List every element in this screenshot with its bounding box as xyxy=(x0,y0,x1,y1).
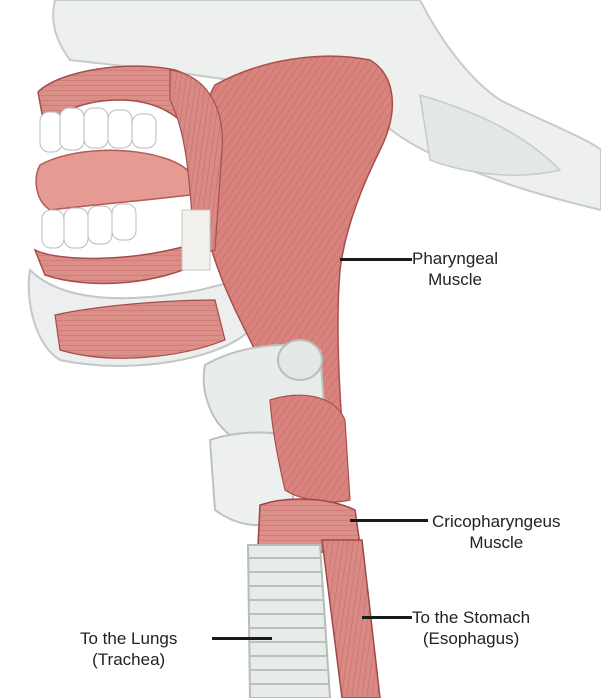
lower-teeth xyxy=(42,204,136,248)
tongue xyxy=(36,150,195,210)
stomach-label: To the Stomach (Esophagus) xyxy=(412,607,530,649)
lungs-label: To the Lungs (Trachea) xyxy=(80,628,177,670)
pharyngeal-label-line2: Muscle xyxy=(412,269,498,290)
stomach-label-line2: (Esophagus) xyxy=(412,628,530,649)
pharyngeal-leader-line xyxy=(340,258,412,261)
upper-teeth xyxy=(40,108,156,152)
stomach-label-line1: To the Stomach xyxy=(412,607,530,628)
pharyngeal-muscle-label: Pharyngeal Muscle xyxy=(412,248,498,290)
lungs-leader-line xyxy=(212,637,272,640)
lower-lip-muscle xyxy=(35,245,205,283)
pterygomandibular-band xyxy=(182,210,210,270)
lungs-label-line1: To the Lungs xyxy=(80,628,177,649)
lungs-label-line2: (Trachea) xyxy=(80,649,177,670)
cricopharyngeus-muscle-label: Cricopharyngeus Muscle xyxy=(432,511,561,553)
cricopharyngeus-leader-line xyxy=(350,519,428,522)
cricopharyngeus-label-line1: Cricopharyngeus xyxy=(432,511,561,532)
stomach-leader-line xyxy=(362,616,412,619)
pharyngeal-label-line1: Pharyngeal xyxy=(412,248,498,269)
trachea xyxy=(248,545,330,698)
cricopharyngeus-label-line2: Muscle xyxy=(432,532,561,553)
